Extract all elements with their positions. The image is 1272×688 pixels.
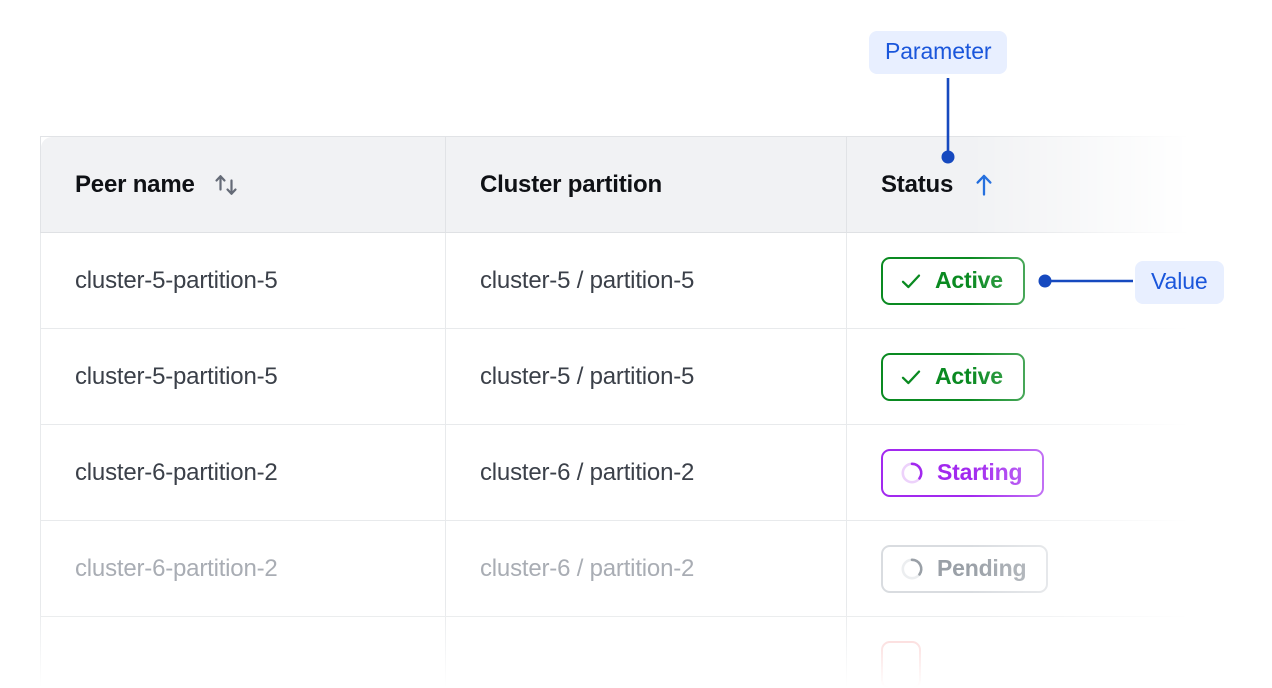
cell-cluster-partition: cluster-5 / partition-5	[445, 232, 847, 329]
table-row[interactable]: cluster-5-partition-5 cluster-5 / partit…	[40, 232, 1190, 329]
status-badge-label: Pending	[937, 555, 1027, 581]
cell-cluster-partition: cluster-6 / partition-2	[445, 520, 847, 617]
spinner-icon	[899, 460, 925, 486]
cell-peer-name: cluster-5-partition-5	[40, 328, 446, 425]
cell-status: Starting	[846, 424, 1190, 521]
status-badge	[881, 640, 921, 688]
table-row[interactable]: cluster-5-partition-5 cluster-5 / partit…	[40, 328, 1190, 425]
cell-cluster-partition: cluster-5 / partition-5	[445, 328, 847, 425]
status-badge: Starting	[881, 448, 1045, 497]
peers-table-container: Peer name	[40, 136, 1190, 688]
cell-cluster-partition: cluster-6 / partition-2	[445, 424, 847, 521]
column-header-cluster-partition-label: Cluster partition	[480, 170, 662, 198]
cell-peer-name	[40, 616, 446, 688]
check-icon	[899, 269, 923, 293]
status-badge-label: Starting	[937, 459, 1023, 485]
cell-peer-name: cluster-6-partition-2	[40, 424, 446, 521]
check-icon	[899, 365, 923, 389]
status-badge: Pending	[881, 544, 1049, 593]
annotation-value: Value	[1135, 261, 1224, 304]
cell-status: Pending	[846, 520, 1190, 617]
peers-table: Peer name	[40, 136, 1190, 688]
status-badge-label: Active	[935, 363, 1003, 389]
table-header: Peer name	[40, 136, 1190, 233]
table-body: cluster-5-partition-5 cluster-5 / partit…	[40, 232, 1190, 688]
table-row[interactable]: cluster-6-partition-2 cluster-6 / partit…	[40, 424, 1190, 521]
status-badge-label: Active	[935, 267, 1003, 293]
sort-updown-icon[interactable]	[211, 170, 241, 200]
cell-cluster-partition	[445, 616, 847, 688]
spinner-icon	[899, 556, 925, 582]
sort-up-icon[interactable]	[969, 170, 999, 200]
column-header-cluster-partition[interactable]: Cluster partition	[445, 136, 847, 233]
cell-status	[846, 616, 1190, 688]
column-header-status-label: Status	[881, 170, 954, 198]
column-header-peer-name[interactable]: Peer name	[40, 136, 446, 233]
column-header-status[interactable]: Status	[846, 136, 1190, 233]
table-row[interactable]	[40, 616, 1190, 688]
column-header-peer-name-label: Peer name	[75, 170, 195, 198]
status-badge: Active	[881, 352, 1025, 401]
cell-status: Active	[846, 328, 1190, 425]
cell-peer-name: cluster-6-partition-2	[40, 520, 446, 617]
table-header-row: Peer name	[40, 136, 1190, 233]
table-row[interactable]: cluster-6-partition-2 cluster-6 / partit…	[40, 520, 1190, 617]
annotation-parameter: Parameter	[869, 31, 1008, 74]
cell-peer-name: cluster-5-partition-5	[40, 232, 446, 329]
status-badge: Active	[881, 256, 1025, 305]
